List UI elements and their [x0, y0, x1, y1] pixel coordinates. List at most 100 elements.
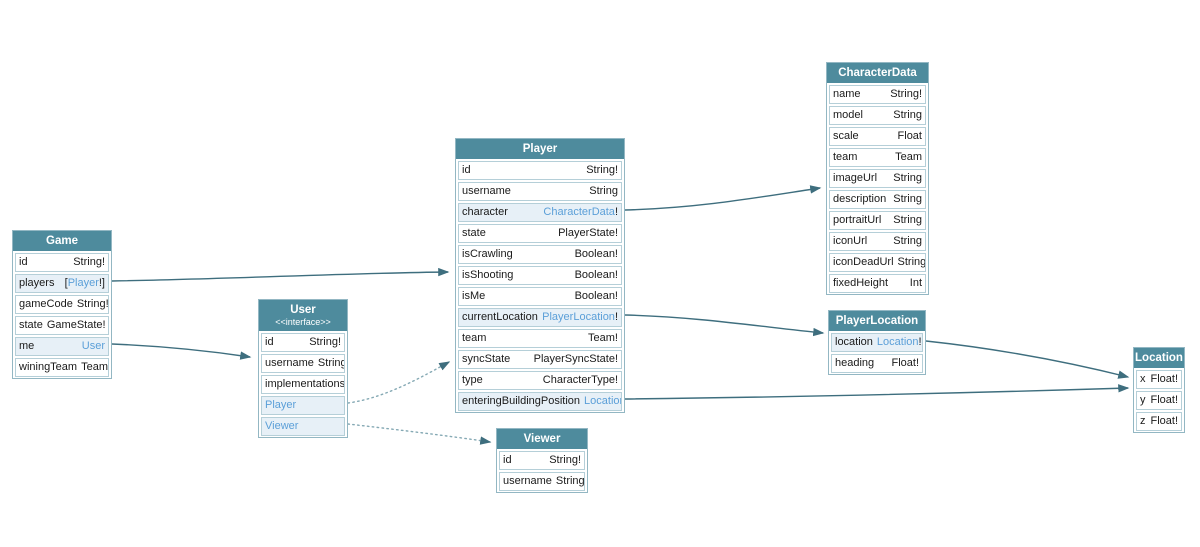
type-link-player[interactable]: Player: [265, 399, 297, 411]
field-type: PlayerState!: [558, 227, 618, 239]
field-type: Boolean!: [574, 248, 618, 260]
field-type[interactable]: User: [82, 338, 105, 355]
field-type: String: [555, 475, 585, 487]
edge-player-currentlocation-to-playerlocation: [624, 314, 825, 337]
type-link-player[interactable]: Player: [67, 277, 99, 289]
field-type: String: [893, 235, 922, 247]
field-name: iconDeadUrl: [833, 256, 894, 268]
edge-playerlocation-location-to-location: [925, 340, 1130, 379]
entity-header-player[interactable]: Player: [456, 139, 624, 159]
field-row-location-y[interactable]: y Float!: [1136, 391, 1182, 410]
field-type: String!: [309, 336, 341, 348]
type-link-characterdata[interactable]: CharacterData: [543, 206, 615, 218]
field-row-characterdata-description[interactable]: description String: [829, 190, 926, 209]
type-link-location[interactable]: Location: [876, 336, 919, 348]
field-type[interactable]: [Player!]: [64, 277, 105, 289]
field-name: name: [833, 88, 861, 100]
edge-player-enteringbuildingposition-to-location: [624, 384, 1130, 400]
field-type: PlayerSyncState!: [533, 353, 618, 365]
field-type: String!: [549, 454, 581, 466]
implementation-link-row-viewer[interactable]: Viewer: [261, 417, 345, 436]
field-type: Float!: [1150, 394, 1178, 406]
implementation-link-row-player[interactable]: Player: [261, 396, 345, 415]
entity-header-user[interactable]: User<<interface>>: [259, 300, 347, 331]
field-type: String: [317, 357, 345, 369]
field-type[interactable]: PlayerLocation!: [542, 311, 618, 323]
field-type: Float!: [891, 357, 919, 369]
field-type: Float: [897, 130, 922, 142]
type-link-user[interactable]: User: [81, 340, 105, 352]
field-type[interactable]: Location: [584, 393, 622, 410]
field-name: team: [833, 151, 858, 163]
field-type[interactable]: Location!: [876, 336, 922, 348]
type-link-viewer[interactable]: Viewer: [265, 420, 299, 432]
field-name: username: [462, 185, 511, 197]
field-row-characterdata-model[interactable]: model String: [829, 106, 926, 125]
field-type: String!: [73, 256, 105, 268]
field-type: Team: [81, 361, 108, 373]
type-link-playerlocation[interactable]: PlayerLocation: [542, 311, 615, 323]
field-name: winingTeam: [19, 361, 78, 373]
field-row-player-type[interactable]: type CharacterType!: [458, 371, 622, 390]
field-row-player-state[interactable]: state PlayerState!: [458, 224, 622, 243]
field-name: state: [462, 227, 486, 239]
field-name: y: [1140, 394, 1146, 406]
field-type: String: [893, 109, 922, 121]
field-name: type: [462, 374, 483, 386]
field-name: description: [833, 193, 887, 205]
field-type: String: [893, 172, 922, 184]
field-name: location: [835, 336, 873, 348]
entity-header-viewer[interactable]: Viewer: [497, 429, 587, 449]
field-name: imageUrl: [833, 172, 878, 184]
field-type: Team!: [588, 332, 618, 344]
type-link-location[interactable]: Location: [584, 395, 622, 407]
field-row-characterdata-imageUrl[interactable]: imageUrl String: [829, 169, 926, 188]
field-type[interactable]: CharacterData!: [543, 206, 618, 218]
field-type: Float!: [1150, 373, 1178, 385]
entity-header-location[interactable]: Location: [1134, 348, 1184, 368]
entity-header-game[interactable]: Game: [13, 231, 111, 251]
field-name: username: [265, 357, 314, 369]
entity-header-characterdata[interactable]: CharacterData: [827, 63, 928, 83]
field-type: Team: [895, 151, 922, 163]
field-name: id: [265, 336, 274, 348]
field-row-characterdata-team[interactable]: team Team: [829, 148, 926, 167]
field-name: id: [462, 164, 471, 176]
field-row-game-players[interactable]: players[Player!]: [15, 274, 109, 293]
field-name: model: [833, 109, 863, 121]
field-name: isMe: [462, 290, 486, 302]
field-type: CharacterType!: [542, 374, 618, 386]
entity-header-playerlocation[interactable]: PlayerLocation: [829, 311, 925, 331]
field-row-user-id[interactable]: id String!: [261, 333, 345, 352]
field-type: String: [893, 193, 922, 205]
